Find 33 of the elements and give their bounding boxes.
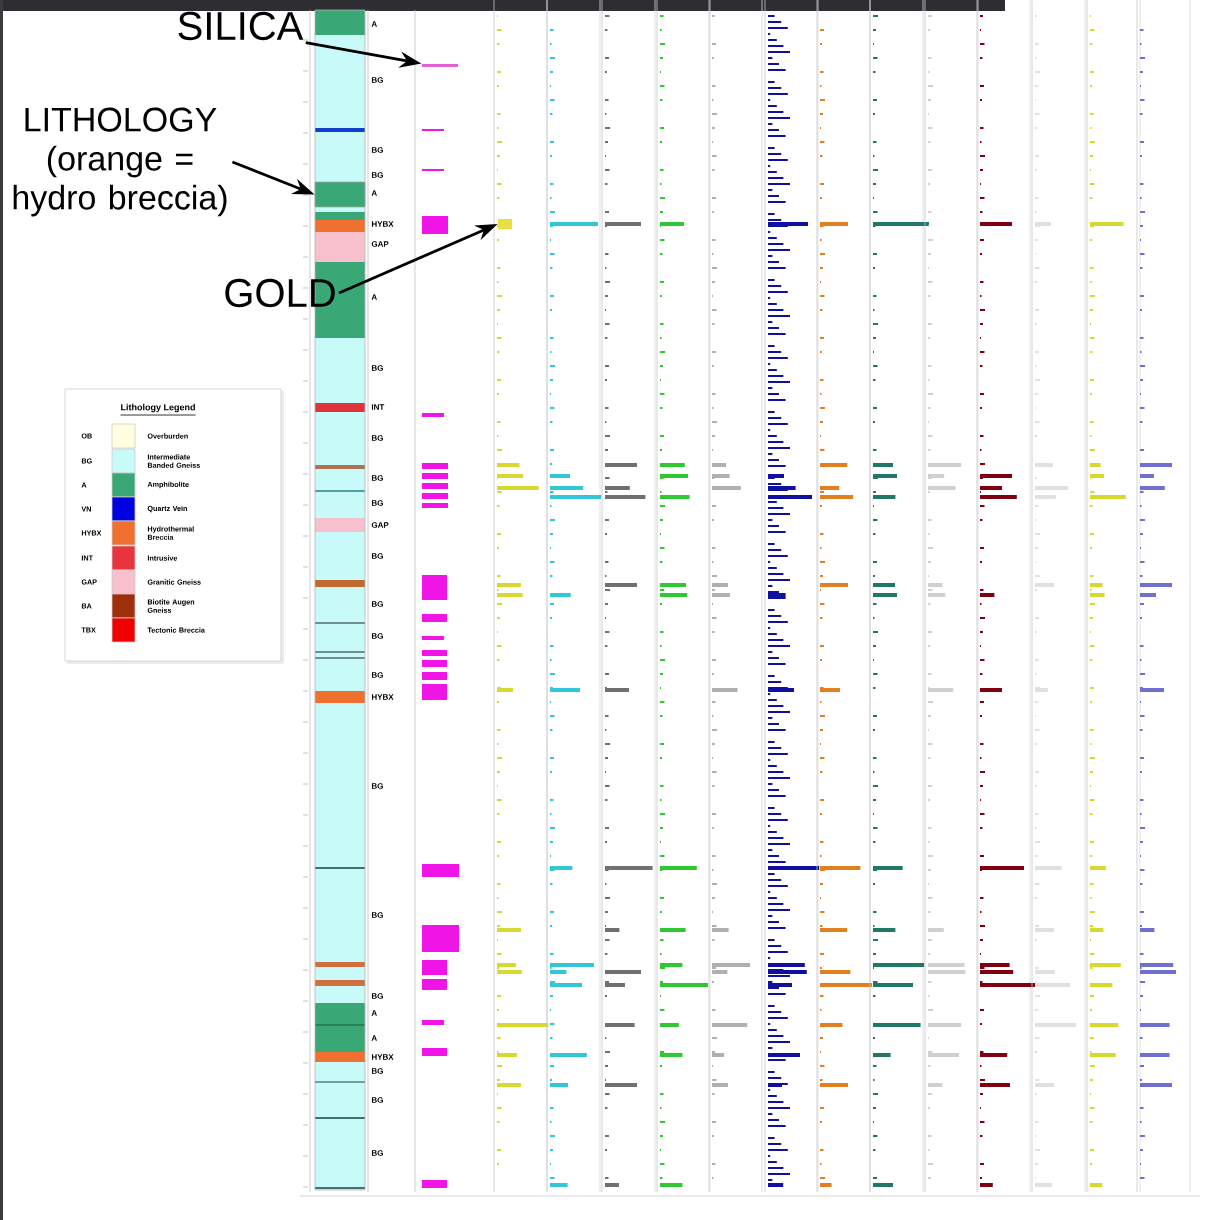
lithology-code: HYBX (371, 694, 394, 700)
lithology-code: HYBX (371, 1054, 394, 1060)
lithology-code: BG (371, 172, 383, 178)
lithology-code: BG (371, 500, 383, 506)
lithology-code: A (371, 1035, 377, 1041)
lithology-code: BG (371, 1150, 383, 1156)
lithology-code: A (371, 1010, 377, 1016)
annotation-text: LITHOLOGY (orange = hydro breccia) (13, 107, 227, 217)
lithology-code: BG (371, 993, 383, 999)
lithology-band (314, 181, 366, 208)
lithology-code: GAP (371, 522, 389, 528)
lithology-code: BG (371, 147, 383, 153)
lithology-code: INT (371, 404, 385, 410)
lithology-code: BG (371, 1068, 383, 1074)
lithology-code: BG (371, 435, 383, 441)
legend-title: Lithology Legend (120, 403, 196, 416)
annotation-text: SILICA (178, 11, 304, 41)
lithology-code: BG (371, 1097, 383, 1103)
data-bar (422, 64, 458, 67)
data-bar (498, 219, 512, 229)
lithology-code: A (371, 21, 377, 27)
lithology-code: BG (371, 633, 383, 639)
lithology-code: BG (371, 77, 383, 83)
lithology-code: BG (371, 912, 383, 918)
lithology-code: HYBX (371, 221, 394, 227)
lithology-code: BG (371, 672, 383, 678)
lithology-code: BG (371, 365, 383, 371)
lithology-code: BG (371, 783, 383, 789)
lithology-code: BG (371, 553, 383, 559)
lithology-code: BG (371, 601, 383, 607)
lithology-code: A (371, 294, 377, 300)
lithology-code: GAP (371, 241, 389, 247)
lithology-code: BG (371, 475, 383, 481)
